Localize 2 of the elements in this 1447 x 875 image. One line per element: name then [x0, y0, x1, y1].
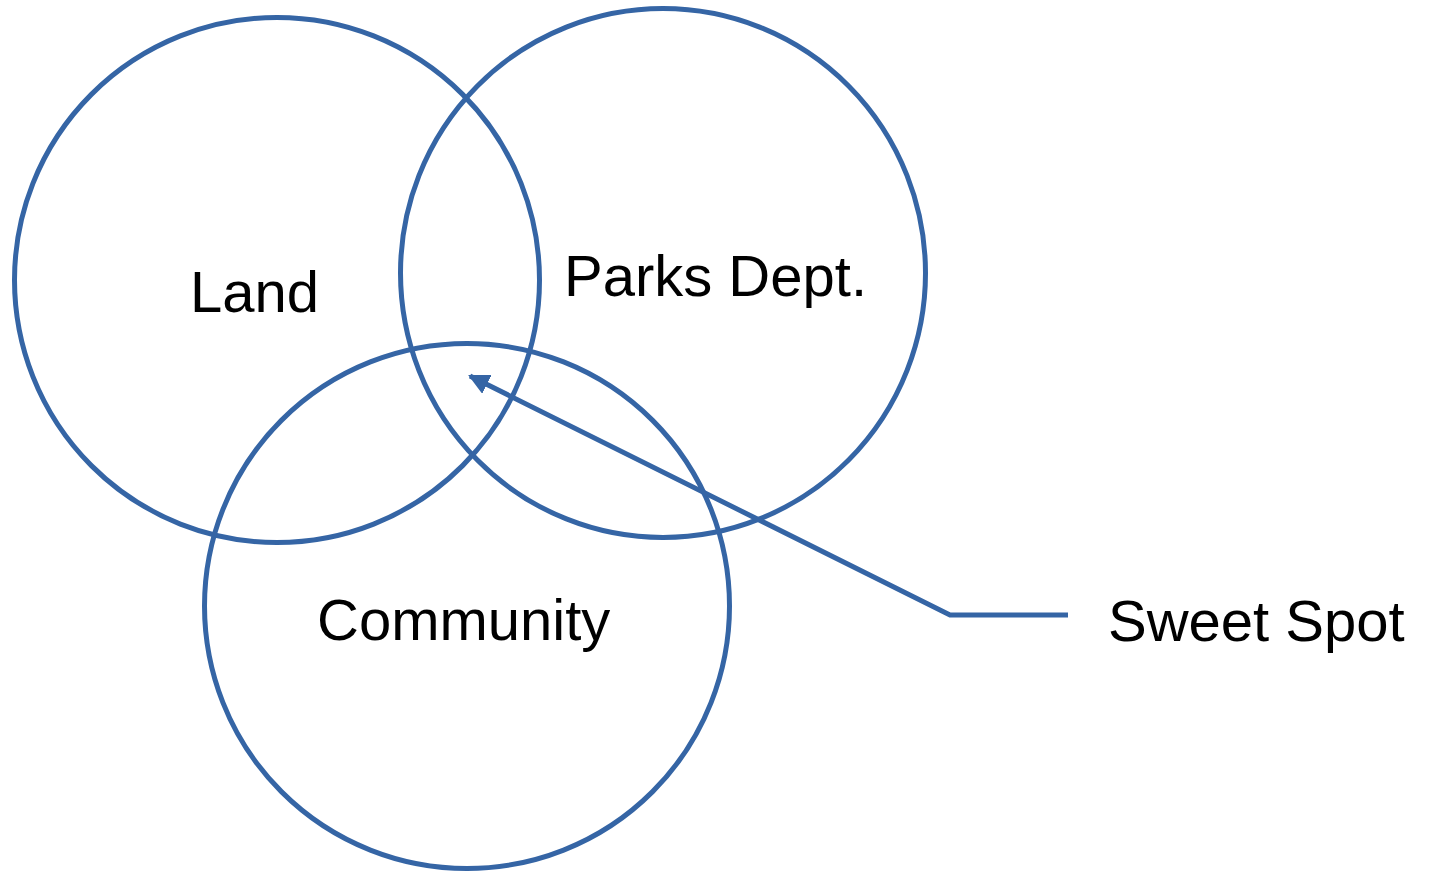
leader-line: [468, 373, 1068, 618]
circle-label: Land: [190, 263, 320, 321]
